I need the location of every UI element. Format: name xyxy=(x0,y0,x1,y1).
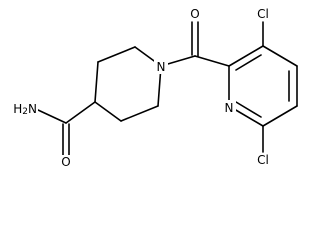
bond-inner-c2py-c3py xyxy=(235,54,262,71)
atom-label-o-amide: O xyxy=(59,155,73,170)
atom-label-cl-6: Cl xyxy=(254,153,274,168)
bond-c4-camide xyxy=(65,101,96,124)
cl-6-label: Cl xyxy=(257,153,269,167)
piperidine-ring xyxy=(94,46,162,122)
n-pyridine-label: N xyxy=(225,101,234,115)
atom-label-cl-3: Cl xyxy=(254,6,274,21)
atom-label-n-pyridine: N xyxy=(222,100,236,115)
molecule-svg: O N Cl N Cl O H2N xyxy=(12,6,298,170)
carbonyl-linker xyxy=(160,21,230,67)
n-piperidine-label: N xyxy=(157,60,166,74)
carboxamide-group xyxy=(37,101,96,156)
atom-label-nh2: H2N xyxy=(12,101,38,117)
pyridine-ring xyxy=(228,45,298,127)
bond-camide-nh2 xyxy=(37,109,67,124)
bond-c3py-c4py xyxy=(262,45,298,67)
bond-inner-c6py-npy xyxy=(235,101,262,118)
atom-label-n-piperidine: N xyxy=(154,59,168,74)
bond-c2py-c3py xyxy=(228,45,264,67)
bond-c2-c3 xyxy=(97,46,136,63)
structure-diagram: O N Cl N Cl O H2N xyxy=(12,6,298,170)
o-carbonyl-label: O xyxy=(190,7,199,21)
bond-c5py-c6py xyxy=(262,105,298,127)
cl-3-label: Cl xyxy=(257,7,269,21)
bond-ccarbonyl-c2py xyxy=(194,55,230,67)
bond-c3-c4 xyxy=(94,61,99,103)
o-amide-label: O xyxy=(61,155,70,169)
nh2-label: H2N xyxy=(13,102,37,117)
bond-c5-c6 xyxy=(120,105,159,122)
bond-c4-c5 xyxy=(94,101,122,122)
atom-label-o-carbonyl: O xyxy=(188,6,202,21)
